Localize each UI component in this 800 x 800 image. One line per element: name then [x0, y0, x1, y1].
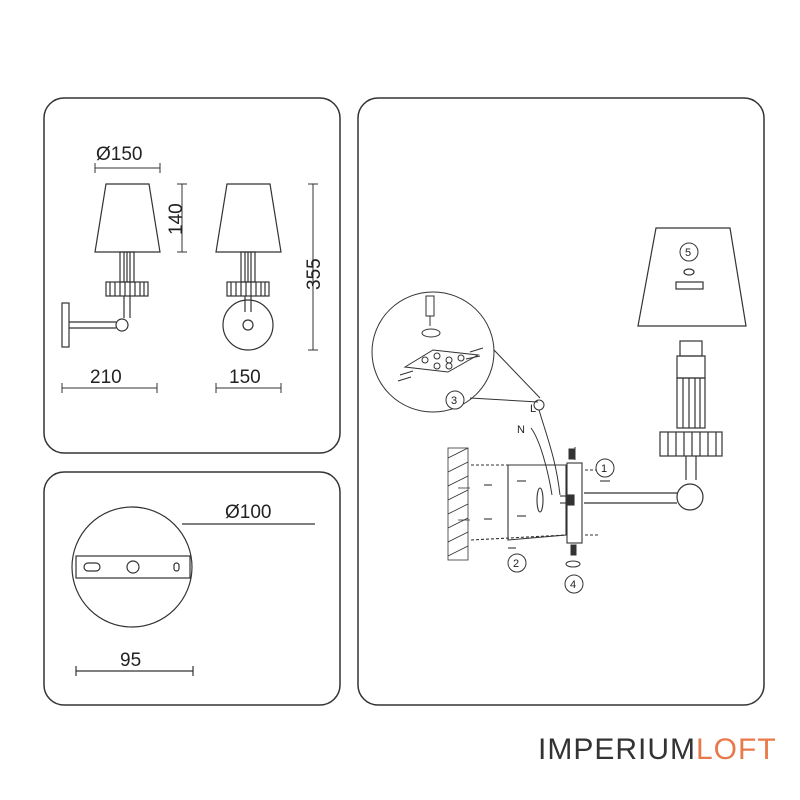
wall-plate-detail — [71, 506, 315, 676]
plate-diameter-label: Ø100 — [225, 502, 271, 523]
step-callouts — [445, 242, 699, 594]
brand-logo: IMPERIUMLOFT — [538, 733, 777, 767]
hole-spacing-label: 95 — [120, 650, 141, 671]
terminal-block-detail — [371, 291, 541, 413]
step-1-label: 1 — [601, 463, 607, 475]
fixing-parts — [565, 448, 581, 568]
step-2-label: 2 — [513, 558, 519, 570]
shade-diameter-label: Ø150 — [96, 144, 142, 165]
wire-live-label: L — [530, 403, 536, 415]
dimensions-panel — [43, 97, 341, 454]
wall-section — [447, 447, 470, 561]
mounting-plate — [470, 462, 610, 549]
projection-width-label: 210 — [90, 367, 122, 388]
shade-height-label: 140 — [166, 203, 187, 235]
brand-logo-part2: LOFT — [696, 733, 777, 766]
front-width-label: 150 — [229, 367, 261, 388]
installation-panel — [357, 97, 765, 706]
step-3-label: 3 — [451, 395, 457, 407]
wallplate-panel — [43, 471, 341, 706]
dimension-lines — [61, 163, 318, 393]
brand-logo-part1: IMPERIUM — [538, 733, 696, 766]
side-view-lamp — [61, 183, 161, 348]
wire-neutral-label: N — [517, 424, 525, 436]
step-5-label: 5 — [685, 247, 691, 259]
step-4-label: 4 — [570, 579, 576, 591]
supply-wires — [530, 399, 576, 496]
installed-lamp — [584, 227, 747, 511]
front-view-lamp — [215, 183, 282, 351]
total-height-label: 355 — [304, 258, 325, 290]
